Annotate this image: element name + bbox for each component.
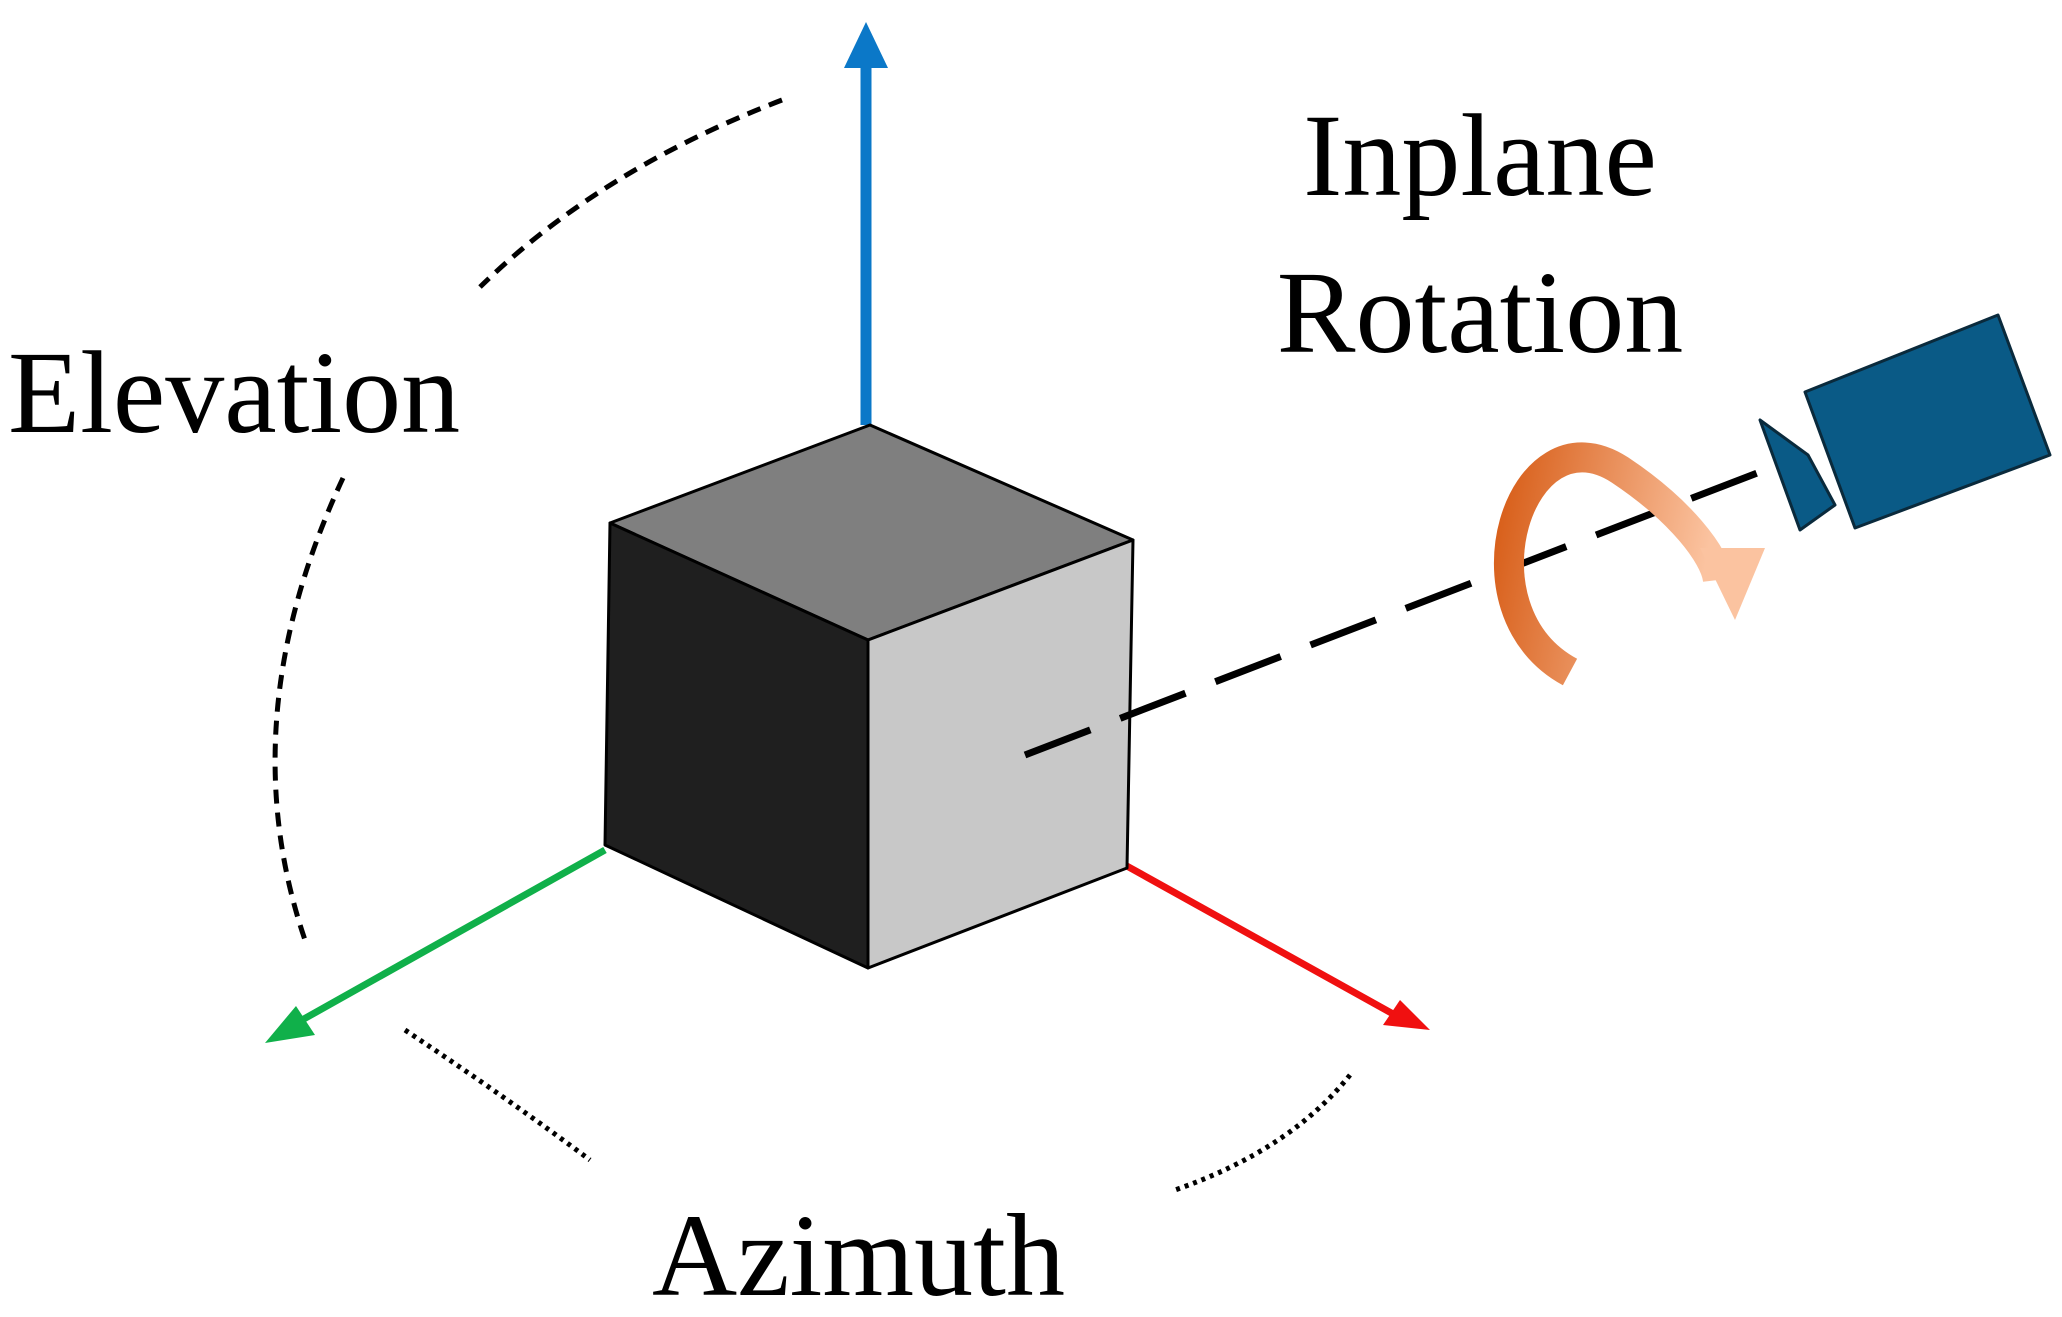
camera-body bbox=[1803, 313, 2052, 530]
video-camera-icon bbox=[1758, 313, 2052, 532]
azimuth-label: Azimuth bbox=[652, 1190, 1065, 1317]
elevation-arc bbox=[272, 97, 783, 941]
axis-right bbox=[1123, 861, 1430, 1030]
camera-lens bbox=[1758, 418, 1837, 532]
viewing-ray bbox=[1023, 466, 1767, 759]
cube bbox=[603, 423, 1135, 970]
inplane-rotation-label-line1: Inplane bbox=[1303, 90, 1657, 221]
cube-right-face bbox=[866, 538, 1135, 970]
inplane-rotation-label-line2: Rotation bbox=[1277, 247, 1683, 378]
curved-rotation-arrow-icon bbox=[1493, 442, 1765, 686]
axis-up bbox=[844, 22, 888, 425]
axis-left bbox=[265, 846, 607, 1043]
azimuth-arc bbox=[403, 1027, 1352, 1193]
elevation-label: Elevation bbox=[8, 327, 460, 458]
